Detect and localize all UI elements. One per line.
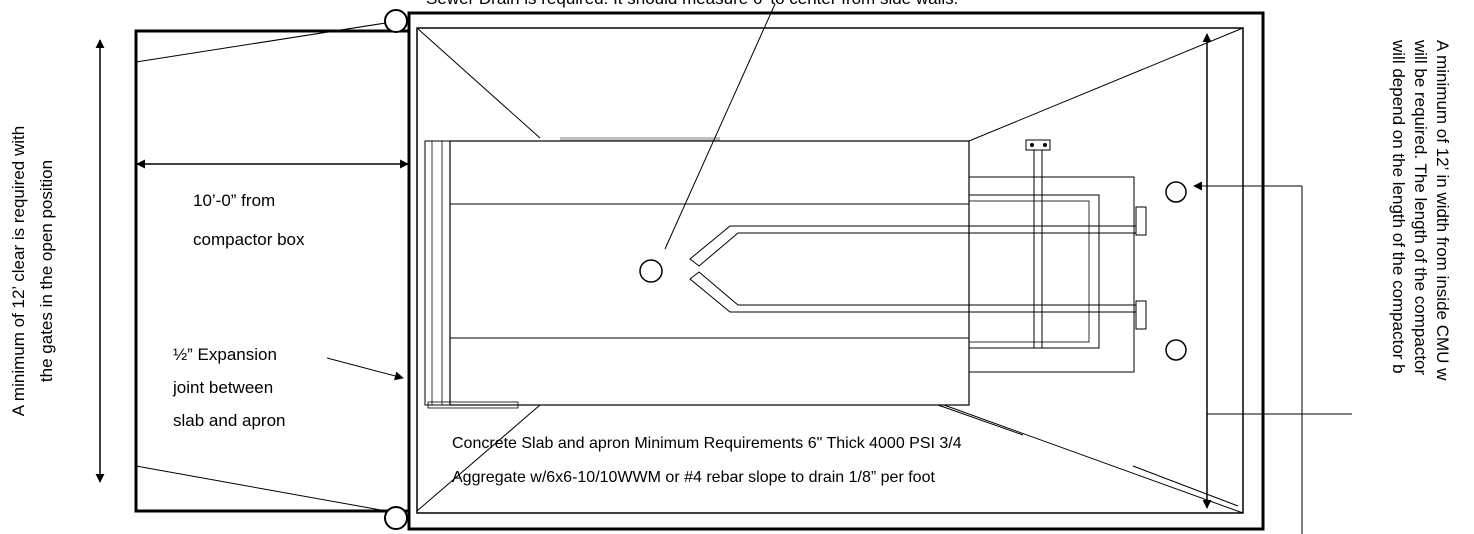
corner-line-top-right bbox=[968, 27, 1244, 142]
width-note-line1: A minimum of 12’ in width from inside CM… bbox=[1433, 40, 1452, 381]
slab-leader-top bbox=[937, 404, 1024, 436]
sewer-drain-note: Sewer Drain is required. It should measu… bbox=[426, 0, 958, 8]
enclosure-wall-outline bbox=[407, 11, 1265, 531]
gate-swing-line-bottom bbox=[135, 465, 393, 513]
corner-line-bottom-right bbox=[943, 404, 1244, 514]
expansion-joint-leader bbox=[326, 357, 404, 381]
gate-clearance-note-line2: the gates in the open position bbox=[37, 160, 56, 382]
gate-hinge-post-top bbox=[384, 9, 408, 33]
distance-note-line2: compactor box bbox=[193, 230, 305, 249]
apron-outline bbox=[134, 29, 411, 513]
slab-leader-right bbox=[1132, 465, 1239, 507]
distance-note-line1: 10’-0” from bbox=[193, 191, 275, 210]
corner-line-top-left bbox=[416, 27, 541, 139]
bollard-top bbox=[1165, 181, 1187, 203]
sewer-drain-leader bbox=[664, 3, 776, 250]
expansion-note-line1: ½” Expansion bbox=[173, 345, 277, 364]
width-note-line3: will depend on the length of the compact… bbox=[1389, 39, 1408, 374]
slab-inner-outline bbox=[416, 27, 1244, 514]
compactor-unit bbox=[424, 137, 1147, 409]
slab-note-line1: Concrete Slab and apron Minimum Requirem… bbox=[452, 435, 962, 452]
slab-note-line2: Aggregate w/6x6-10/10WWM or #4 rebar slo… bbox=[452, 469, 935, 486]
bollard-bottom bbox=[1165, 339, 1187, 361]
expansion-note-line3: slab and apron bbox=[173, 411, 285, 430]
sewer-drain-icon bbox=[639, 259, 663, 283]
gate-clearance-note-line1: A minimum of 12’ clear is required with bbox=[9, 126, 28, 416]
expansion-note-line2: joint between bbox=[172, 378, 273, 397]
corner-line-bottom-left bbox=[416, 404, 541, 512]
width-note-line2: will be required. The length of the comp… bbox=[1411, 39, 1430, 375]
gate-swing-line-top bbox=[135, 21, 393, 63]
gate-hinge-post-bottom bbox=[384, 506, 408, 530]
